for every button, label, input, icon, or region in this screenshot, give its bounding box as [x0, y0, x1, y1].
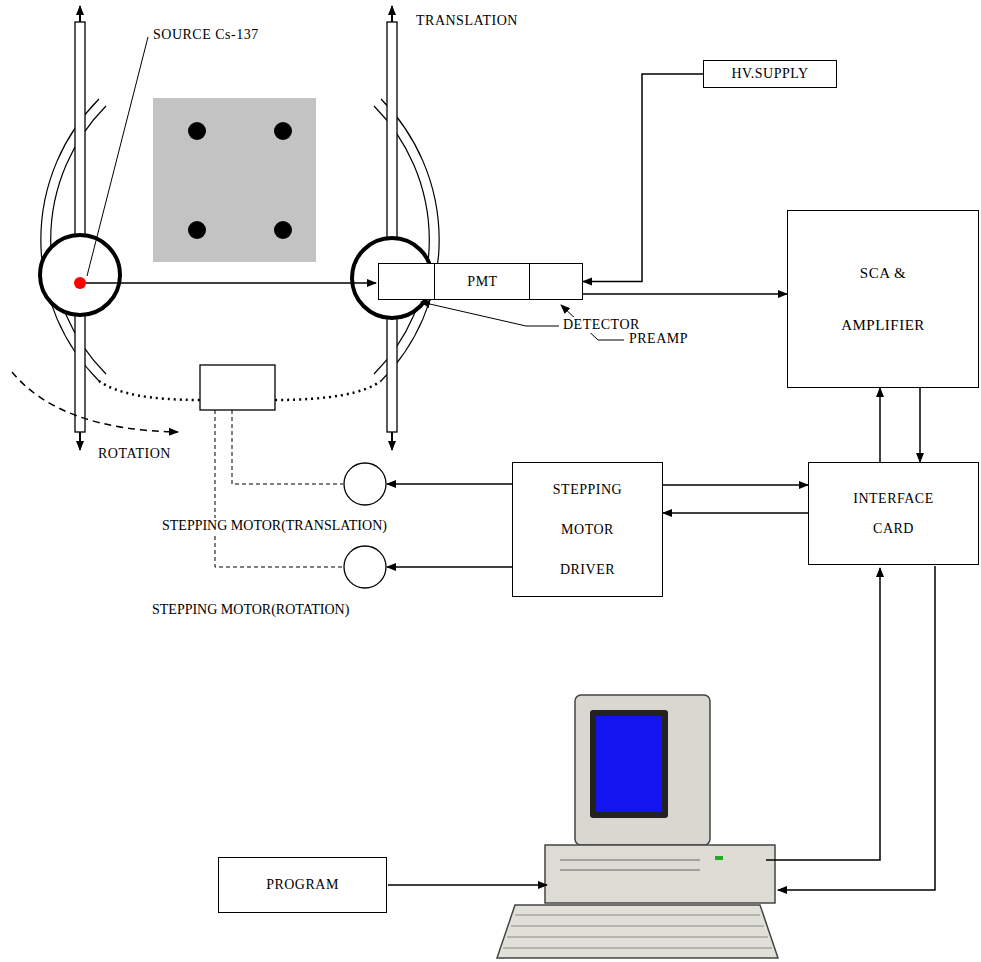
box-text: PROGRAM [266, 877, 339, 893]
pmt-tube: PMT [378, 263, 583, 300]
motion-label: ROTATION [96, 446, 173, 462]
signal-arrow [387, 566, 512, 568]
tube-divider [529, 264, 530, 299]
motor-label: STEPPING MOTOR(ROTATION) [150, 602, 351, 618]
box-text: HV.SUPPLY [731, 66, 808, 82]
signal-arrow [663, 484, 808, 486]
signal-arrow [879, 388, 881, 462]
motor-circle: STEPPING MOTOR(TRANSLATION) [343, 462, 387, 506]
program-box: PROGRAM [218, 857, 387, 913]
motor-driver-box: STEPPING MOTOR DRIVER [512, 462, 663, 597]
signal-arrow [583, 293, 787, 295]
signal-arrow [583, 74, 703, 282]
box-text: STEPPING MOTOR DRIVER [553, 470, 622, 590]
signal-arrow [387, 483, 512, 485]
tube-divider [434, 264, 435, 299]
motor-circle: STEPPING MOTOR(ROTATION) [343, 545, 387, 589]
motor-symbol [343, 462, 387, 506]
sca-amplifier-box: SCA & AMPLIFIER [787, 210, 979, 388]
interface-box: INTERFACE CARD [808, 462, 979, 565]
source-label: SOURCE Cs-137 [151, 27, 261, 43]
part-label: DETECTOR [561, 317, 642, 333]
signal-arrow [919, 388, 921, 462]
box-text: INTERFACE CARD [853, 484, 933, 544]
motion-label: TRANSLATION [414, 13, 520, 29]
signal-arrow [663, 512, 808, 514]
motor-symbol [343, 545, 387, 589]
motor-label: STEPPING MOTOR(TRANSLATION) [160, 518, 389, 534]
box-text: PMT [436, 274, 529, 290]
supply-box: HV.SUPPLY [703, 60, 837, 88]
part-label: PREAMP [627, 331, 690, 347]
box-text: SCA & AMPLIFIER [841, 247, 925, 351]
